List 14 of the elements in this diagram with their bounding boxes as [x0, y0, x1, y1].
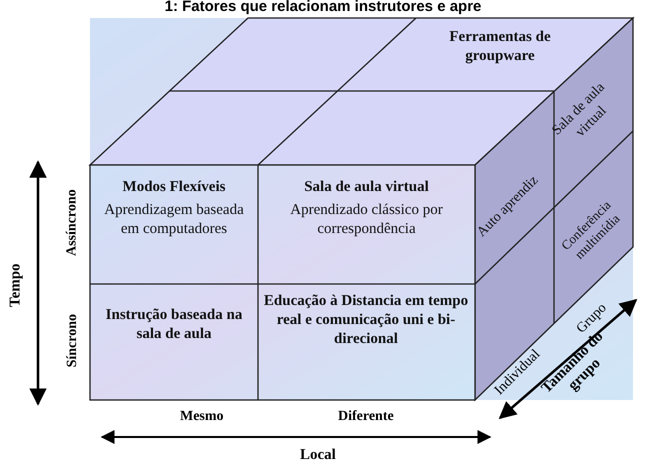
axis-label: Assíncrono [64, 188, 80, 256]
axis-label: Síncrono [64, 313, 80, 367]
axis-title: Local [300, 446, 336, 463]
axis-label: Diferente [338, 408, 394, 424]
axis-label: Mesmo [180, 408, 224, 424]
axis-title: Tempo [8, 262, 24, 307]
cell-heading: Modos Flexíveis [122, 178, 226, 197]
cell-text: Aprendizado clássico por correspondência [289, 200, 444, 238]
cell-heading: Ferramentas de groupware [448, 28, 552, 66]
title: 1: Fatores que relacionam instrutores e apre [164, 0, 482, 15]
cell-text: Aprendizagem baseada em computadores [103, 200, 245, 238]
cell-heading: Sala de aula virtual [303, 178, 430, 197]
cell-heading: Educação à Distancia em tempo real e comunicação uni e bi-direcional [262, 292, 470, 348]
cell-heading: Instrução baseada na sala de aula [104, 306, 244, 344]
